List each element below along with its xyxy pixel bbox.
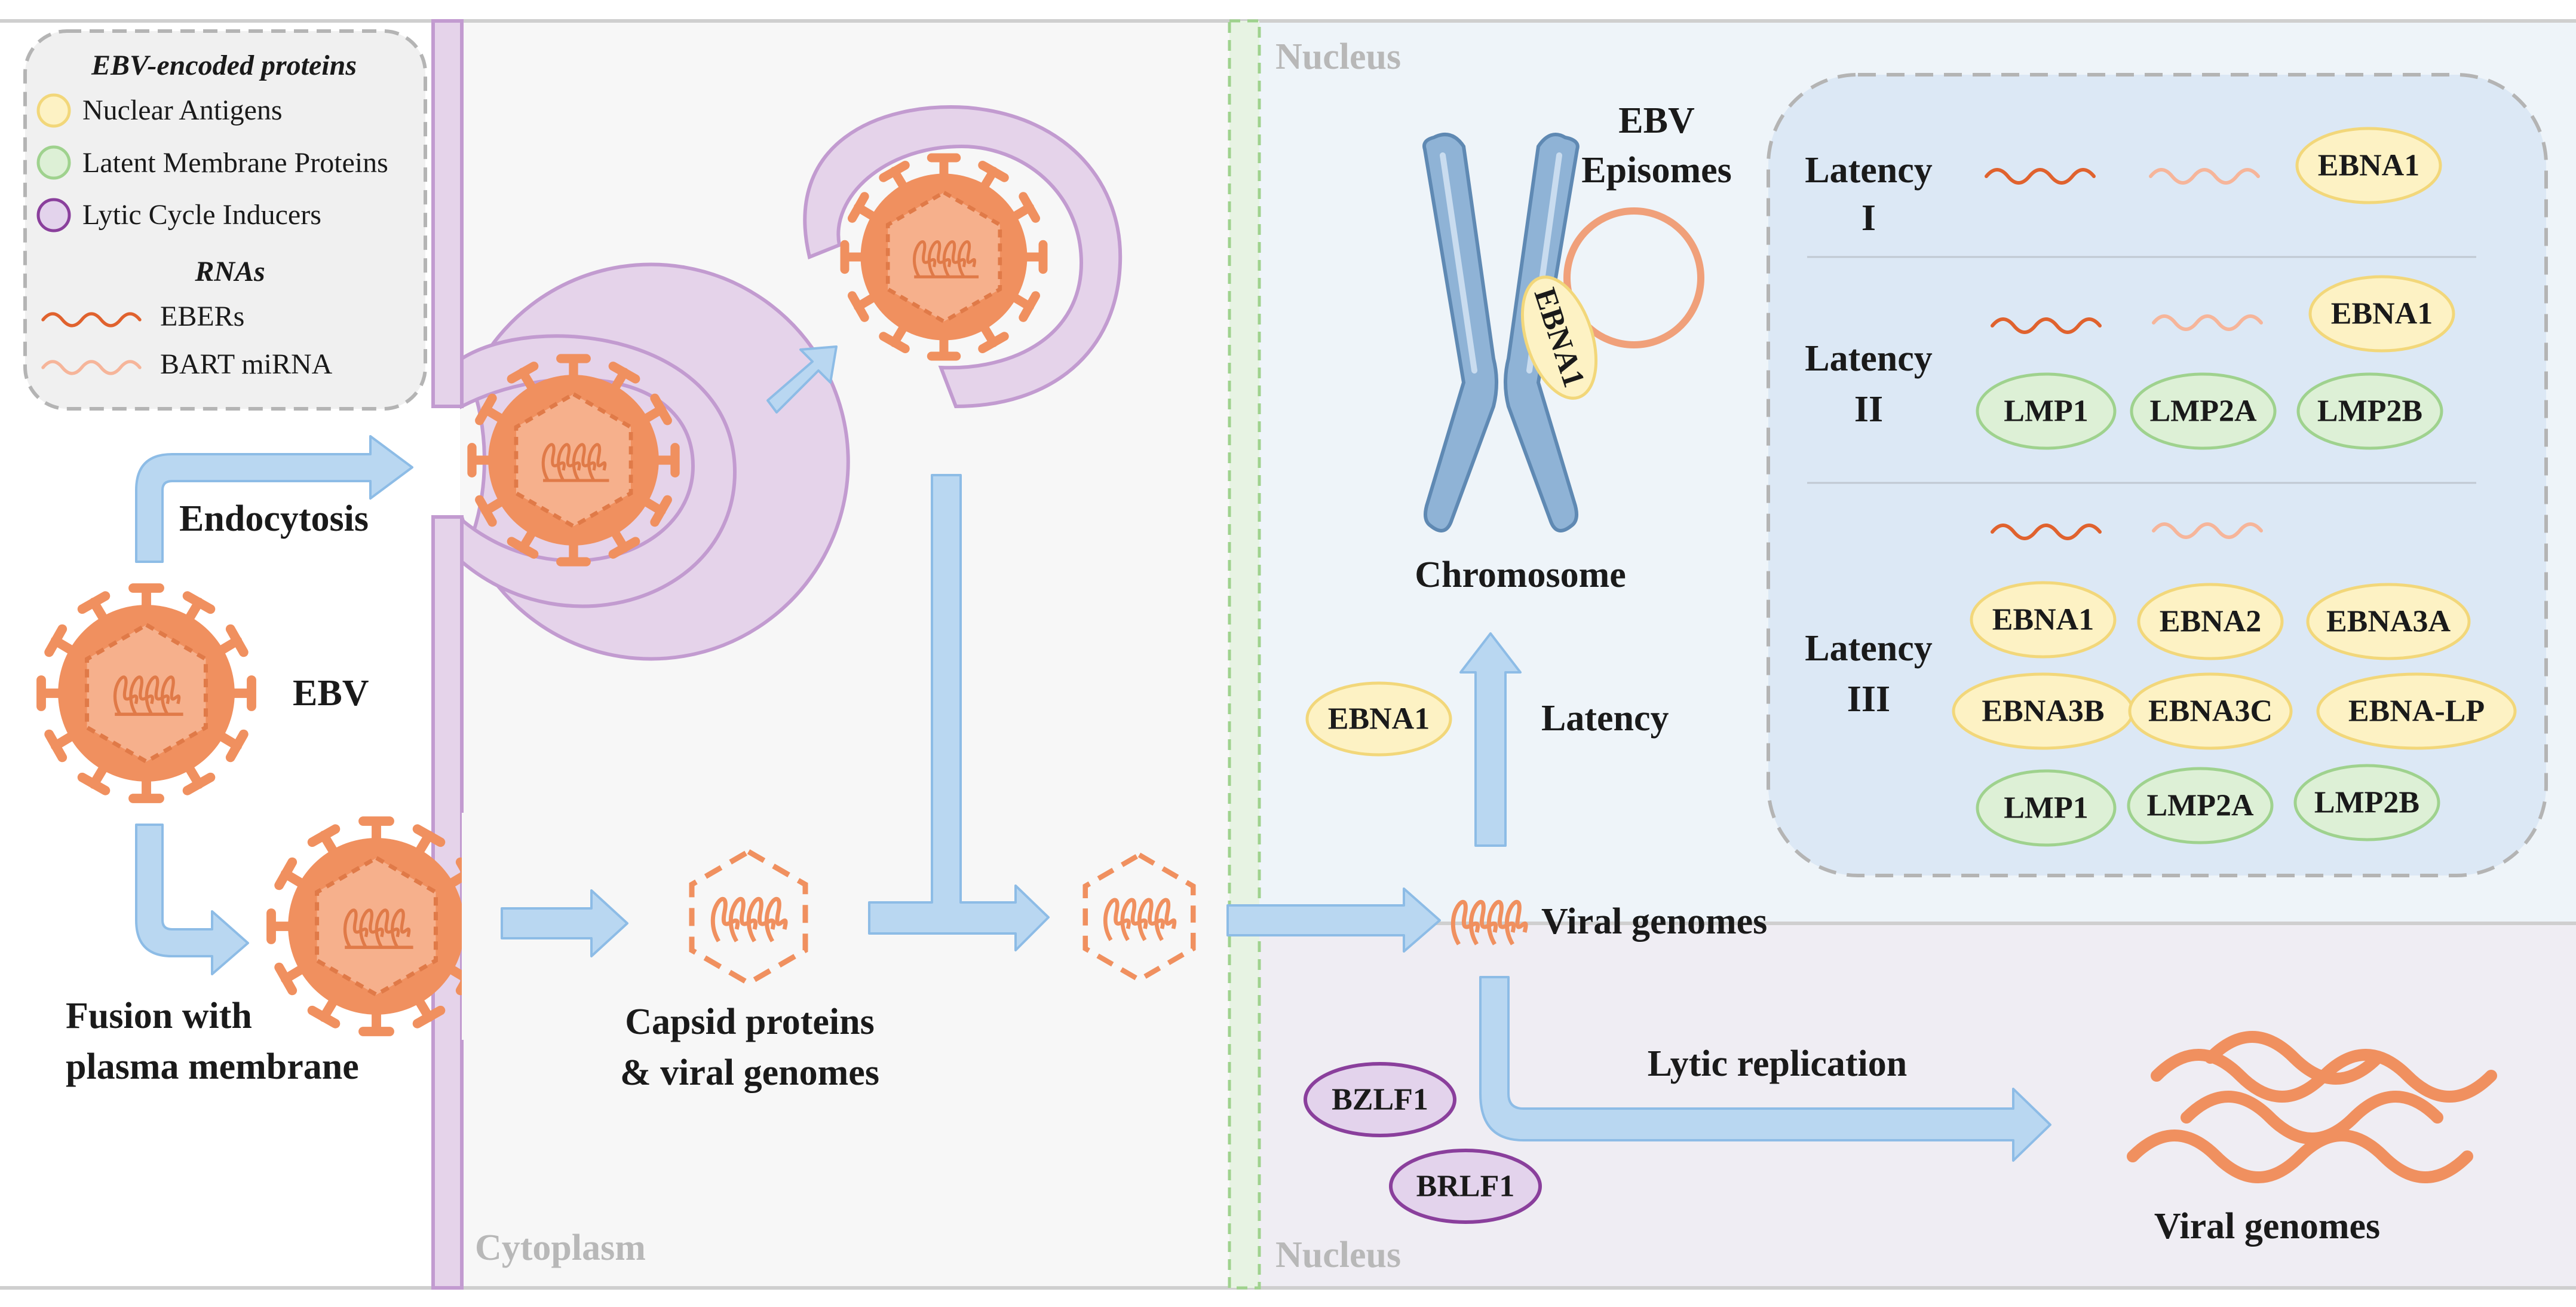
- fusion-capsid-arrow: [501, 889, 628, 957]
- svg-text:LMP2A: LMP2A: [2146, 789, 2254, 823]
- latency-panel: [1767, 73, 2548, 877]
- legend-lytic-cycle-inducers: Lytic Cycle Inducers: [82, 199, 321, 231]
- latency3-lmp1-pill: LMP1: [1976, 769, 2117, 847]
- nuclear-envelope: [1228, 19, 1261, 1290]
- latency2-label-line1: Latency: [1805, 338, 1933, 379]
- svg-text:EBNA1: EBNA1: [2318, 149, 2419, 183]
- latency3-label-line2: III: [1847, 679, 1890, 720]
- latency-ebna1-pill: EBNA1: [1305, 681, 1452, 757]
- cytoplasm-label: Cytoplasm: [475, 1228, 646, 1268]
- endocytosis-arrow: [135, 435, 413, 563]
- ebv-label: EBV: [293, 673, 369, 714]
- fusion-label-line2: plasma membrane: [66, 1046, 359, 1087]
- latency2-lmp1-pill: LMP1: [1976, 372, 2117, 450]
- replicated-genomes-icon: [2127, 1031, 2497, 1183]
- svg-text:LMP2B: LMP2B: [2314, 786, 2419, 820]
- chromosome-label: Chromosome: [1415, 555, 1626, 595]
- episomes-label-line1: EBV: [1618, 100, 1695, 141]
- latency3-ebna2-pill: EBNA2: [2137, 583, 2284, 660]
- svg-text:EBNA3A: EBNA3A: [2326, 605, 2451, 639]
- legend-rnas-title: RNAs: [194, 256, 265, 287]
- svg-text:BRLF1: BRLF1: [1416, 1170, 1515, 1204]
- lytic-swatch-icon: [36, 198, 71, 232]
- latency2-ebna1-pill: EBNA1: [2308, 275, 2455, 353]
- nuclear-entry-arrow: [1226, 887, 1441, 953]
- latency2-lmp2a-pill: LMP2A: [2130, 372, 2277, 450]
- episomes-label-line2: Episomes: [1581, 150, 1731, 191]
- bzlf1-pill: BZLF1: [1304, 1062, 1456, 1137]
- lytic-replication-label: Lytic replication: [1648, 1043, 1908, 1084]
- fusion-arrow: [135, 824, 249, 975]
- latency3-ebna3b-pill: EBNA3B: [1952, 672, 2135, 750]
- fusion-overlap: [462, 813, 498, 1040]
- nucleus-top-label: Nucleus: [1275, 36, 1401, 77]
- svg-text:EBNA1: EBNA1: [1992, 603, 2094, 637]
- endocytosis-label: Endocytosis: [179, 498, 369, 539]
- nuclear-antigen-swatch-icon: [36, 93, 71, 128]
- ebv-virion: [41, 588, 252, 798]
- svg-text:LMP1: LMP1: [2004, 791, 2089, 825]
- latency1-label-line2: I: [1862, 198, 1876, 238]
- legend-bart-mirna: BART miRNA: [160, 348, 333, 380]
- viral-genomes-bottom-label: Viral genomes: [2154, 1206, 2380, 1247]
- legend-latent-membrane-proteins: Latent Membrane Proteins: [82, 147, 388, 179]
- latency3-ebnalp-pill: EBNA-LP: [2316, 672, 2517, 750]
- svg-text:EBNA3C: EBNA3C: [2148, 694, 2273, 729]
- latency-arrow: [1459, 632, 1522, 847]
- svg-text:LMP2A: LMP2A: [2149, 394, 2257, 428]
- viral-genomes-mid-label: Viral genomes: [1541, 901, 1767, 942]
- fusion-label-line1: Fusion with: [66, 996, 252, 1036]
- lmp-swatch-icon: [36, 145, 71, 180]
- capsid-label-line1: Capsid proteins: [625, 1002, 874, 1042]
- svg-text:LMP1: LMP1: [2004, 394, 2089, 428]
- latency1-ebna1-pill: EBNA1: [2295, 127, 2442, 204]
- viral-genome-icon: [1450, 899, 1528, 945]
- latency2-label-line2: II: [1854, 389, 1883, 430]
- arrows: [135, 345, 2051, 1162]
- vesicle-arrow: [766, 345, 838, 414]
- internal-vesicle: [803, 105, 1123, 409]
- nucleus-lytic-region: [1259, 923, 2576, 1288]
- svg-text:LMP2B: LMP2B: [2317, 394, 2422, 428]
- latency3-label-line1: Latency: [1805, 628, 1933, 669]
- latency3-lmp2a-pill: LMP2A: [2127, 767, 2274, 844]
- svg-text:EBNA1: EBNA1: [2331, 297, 2433, 331]
- svg-text:EBNA3B: EBNA3B: [1982, 694, 2104, 729]
- latency3-ebna3c-pill: EBNA3C: [2128, 672, 2293, 750]
- latency1-label-line1: Latency: [1805, 150, 1933, 191]
- legend-nuclear-antigens: Nuclear Antigens: [82, 94, 283, 126]
- latency-label: Latency: [1541, 698, 1669, 739]
- latency3-ebna1-pill: EBNA1: [1970, 581, 2117, 659]
- brlf1-pill: BRLF1: [1389, 1149, 1542, 1224]
- nucleus-bottom-label: Nucleus: [1275, 1235, 1401, 1275]
- latency3-ebna3a-pill: EBNA3A: [2306, 583, 2471, 660]
- svg-text:EBNA2: EBNA2: [2160, 605, 2261, 639]
- vesicle-drop-arrow: [868, 474, 1050, 951]
- episome-icon: [1563, 207, 1704, 348]
- svg-text:BZLF1: BZLF1: [1332, 1083, 1428, 1117]
- latency2-lmp2b-pill: LMP2B: [2296, 372, 2443, 450]
- legend-proteins-title: EBV-encoded proteins: [91, 50, 357, 81]
- lytic-arrow: [1479, 976, 2051, 1162]
- svg-text:EBNA1: EBNA1: [1328, 702, 1430, 736]
- capsid-label-line2: & viral genomes: [620, 1052, 879, 1093]
- latency3-lmp2b-pill: LMP2B: [2293, 764, 2440, 841]
- legend-ebers: EBERs: [160, 301, 244, 332]
- svg-text:EBNA-LP: EBNA-LP: [2348, 694, 2485, 729]
